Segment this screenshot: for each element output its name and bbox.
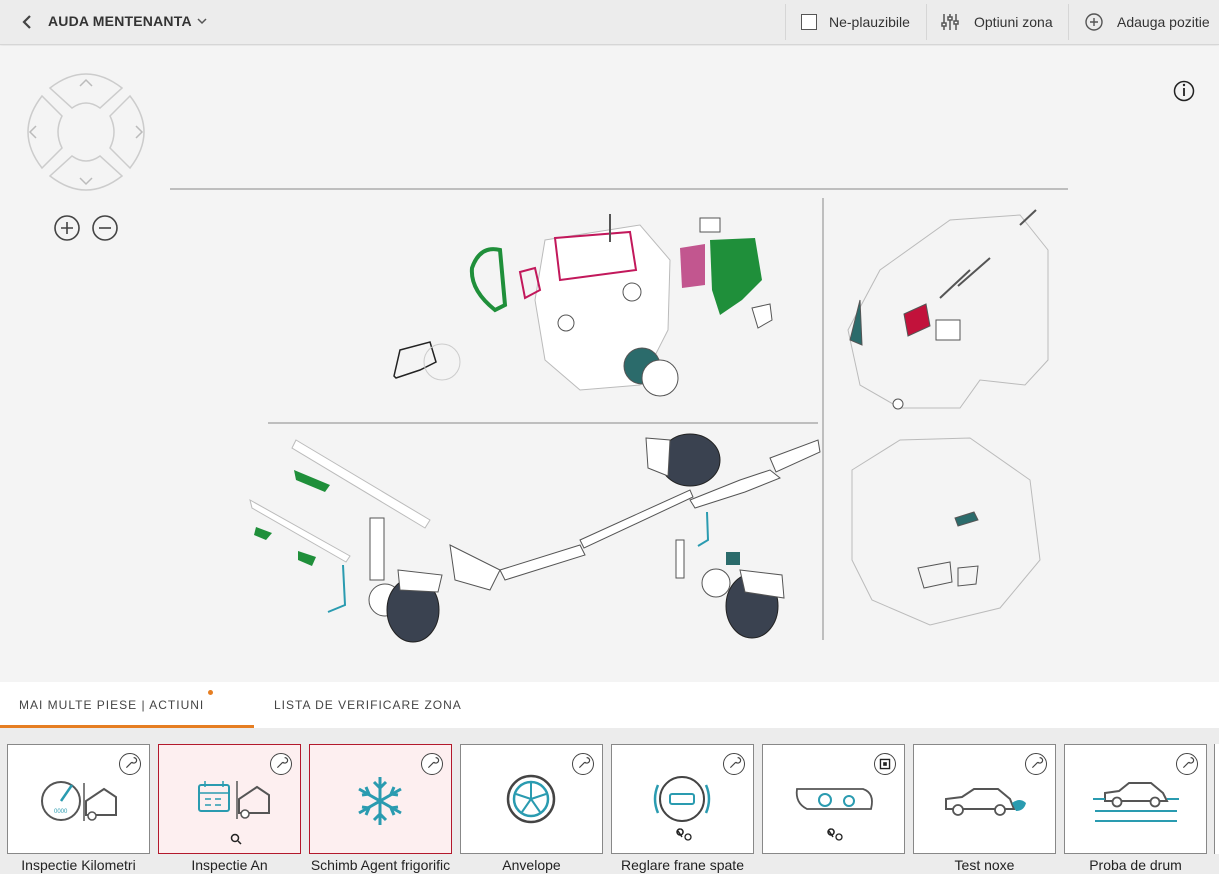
- action-label: Proba de drum: [1089, 857, 1182, 873]
- diagnostic-grid-icon[interactable]: [874, 753, 896, 775]
- car-front-illustration[interactable]: [847, 209, 1049, 410]
- action-card-inspectie-an[interactable]: [158, 744, 301, 854]
- action-label: Inspectie An: [191, 857, 268, 873]
- divider: [926, 4, 927, 40]
- headlight-icon: [795, 788, 873, 841]
- chevron-down-icon[interactable]: [196, 15, 208, 27]
- action-card-headlight[interactable]: [762, 744, 905, 854]
- action-label: Inspectie Kilometri: [21, 857, 136, 873]
- exhaust-test-icon: [945, 788, 1026, 816]
- zoom-out-icon[interactable]: [92, 215, 118, 241]
- svg-text:0000: 0000: [54, 809, 68, 815]
- vehicle-diagram-area: [0, 46, 1219, 682]
- next-card-partial[interactable]: [1214, 744, 1219, 854]
- brake-icon: [653, 776, 711, 841]
- sliders-icon[interactable]: [940, 12, 960, 32]
- tyre-icon: [506, 774, 556, 824]
- action-label: Anvelope: [502, 857, 561, 873]
- calendar-car-icon: [198, 781, 270, 845]
- action-card-test-noxe[interactable]: [913, 744, 1056, 854]
- page-title[interactable]: AUDA MENTENANTA: [48, 13, 192, 29]
- pan-control[interactable]: [27, 73, 145, 191]
- action-label: Reglare frane spate: [621, 857, 744, 873]
- zoom-in-icon[interactable]: [54, 215, 80, 241]
- zone-options-button[interactable]: Optiuni zona: [974, 14, 1053, 30]
- wrench-gear-icon[interactable]: [421, 753, 443, 775]
- action-card-anvelope[interactable]: [460, 744, 603, 854]
- add-circle-icon[interactable]: [1084, 12, 1104, 32]
- wrench-gear-icon[interactable]: [1025, 753, 1047, 775]
- active-tab-indicator: [0, 725, 254, 728]
- wrench-gear-icon[interactable]: [1176, 753, 1198, 775]
- wrench-gear-icon[interactable]: [270, 753, 292, 775]
- action-label: Schimb Agent frigorific: [310, 857, 451, 873]
- action-card-reglare-frane-spate[interactable]: [611, 744, 754, 854]
- top-toolbar: AUDA MENTENANTA Ne-plauzibile Optiuni zo…: [0, 0, 1219, 45]
- info-icon[interactable]: [1173, 80, 1195, 102]
- car-rear-illustration[interactable]: [851, 437, 1041, 626]
- add-position-button[interactable]: Adauga pozitie: [1117, 14, 1210, 30]
- actions-strip: 0000 Inspectie Kilometri Inspectie An Sc…: [0, 728, 1219, 874]
- action-card-schimb-agent-frigorific[interactable]: [309, 744, 452, 854]
- snowflake-icon: [358, 777, 402, 825]
- tab-zone-checklist[interactable]: LISTA DE VERIFICARE ZONA: [274, 698, 462, 712]
- chassis-parts-illustration[interactable]: [249, 433, 821, 643]
- implausible-checkbox[interactable]: [801, 14, 817, 30]
- wrench-gear-icon[interactable]: [119, 753, 141, 775]
- road-test-icon: [1093, 782, 1179, 822]
- wrench-gear-icon[interactable]: [723, 753, 745, 775]
- tab-more-parts-actions[interactable]: MAI MULTE PIESE | ACTIUNI: [19, 698, 205, 712]
- back-chevron-icon[interactable]: [18, 13, 36, 31]
- action-label: Test noxe: [954, 857, 1015, 873]
- odometer-car-icon: 0000: [41, 781, 117, 821]
- engine-parts-illustration[interactable]: [393, 214, 773, 397]
- divider: [1068, 4, 1069, 40]
- action-card-inspectie-kilometri[interactable]: 0000: [7, 744, 150, 854]
- wrench-gear-icon[interactable]: [572, 753, 594, 775]
- notification-dot: [208, 690, 213, 695]
- divider: [785, 4, 786, 40]
- action-card-proba-de-drum[interactable]: [1064, 744, 1207, 854]
- bottom-tabs: MAI MULTE PIESE | ACTIUNI LISTA DE VERIF…: [0, 682, 1219, 728]
- implausible-label[interactable]: Ne-plauzibile: [829, 14, 910, 30]
